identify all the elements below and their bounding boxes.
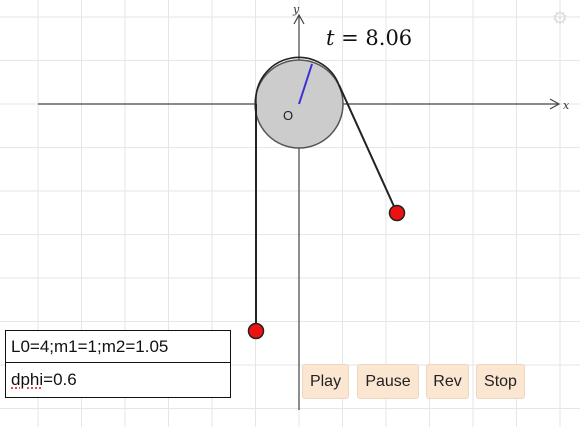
dphi-input-name: dphi (11, 370, 44, 389)
pulley-radius-line (298, 63, 313, 105)
time-equals: = (334, 26, 366, 50)
time-value: 8.06 (365, 26, 413, 50)
x-axis-label: x (563, 99, 570, 112)
time-variable: t (326, 26, 335, 50)
params-input-text: L0=4;m1=1;m2=1.05 (11, 336, 169, 356)
params-input[interactable]: L0=4;m1=1;m2=1.05 (5, 330, 231, 363)
origin-label: O (283, 108, 294, 123)
mass-2[interactable] (388, 204, 406, 222)
pause-button[interactable]: Pause (357, 364, 419, 399)
mass-1[interactable] (247, 322, 265, 340)
dphi-input-value: =0.6 (43, 370, 77, 389)
string-over-pulley (255, 56, 340, 105)
dphi-input[interactable]: dphi=0.6 (5, 363, 231, 398)
y-axis-label: y (293, 3, 300, 16)
time-label: t = 8.06 (326, 26, 412, 50)
string-right (338, 84, 398, 214)
play-button[interactable]: Play (302, 364, 349, 399)
settings-icon[interactable]: ⚙ (551, 8, 569, 28)
stop-button[interactable]: Stop (476, 364, 525, 399)
reverse-button[interactable]: Rev (426, 364, 469, 399)
